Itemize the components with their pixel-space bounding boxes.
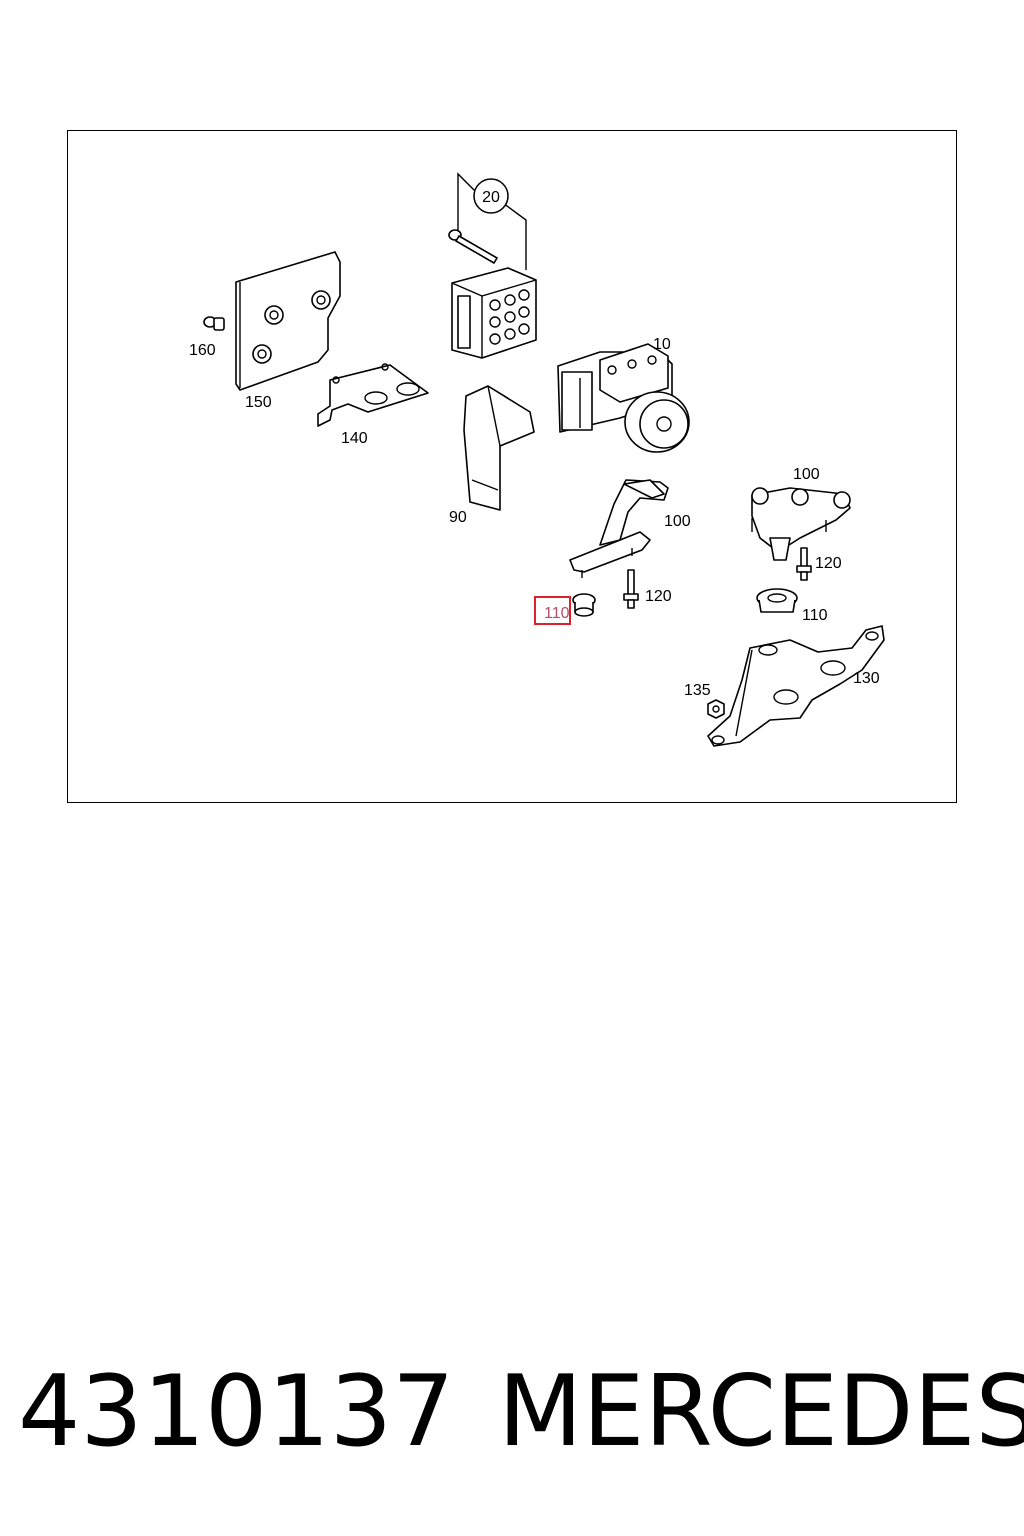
diagram-frame: [67, 130, 957, 803]
part-160-screw: [203, 316, 225, 331]
part-120-bolt-center: [623, 569, 639, 609]
callout-10: 10: [653, 336, 671, 353]
callout-160: 160: [189, 342, 216, 359]
part-110-grommet-right: [756, 588, 798, 613]
part-120-bolt-right: [796, 547, 812, 581]
part-100-bracket-right: [751, 487, 851, 561]
callout-140: 140: [341, 430, 368, 447]
callout-135: 135: [684, 682, 711, 699]
part-20-control-unit: [451, 267, 537, 359]
part-20-bolt: [448, 229, 498, 264]
part-130-lower-bracket: [707, 625, 885, 747]
callout-130: 130: [853, 670, 880, 687]
part-150-shield-plate: [235, 251, 341, 391]
highlight-box: [534, 596, 571, 625]
brand-name: MERCEDES: [498, 1355, 1024, 1469]
callout-110-highlighted: 110: [544, 605, 570, 622]
callout-100-right: 100: [793, 466, 820, 483]
callout-90: 90: [449, 509, 467, 526]
callout-20-circle: [473, 178, 509, 214]
callout-20: 20: [482, 189, 500, 206]
callout-120-right: 120: [815, 555, 842, 572]
callout-110-right: 110: [802, 607, 828, 624]
part-20-leader: [457, 172, 527, 270]
part-110-grommet-center: [572, 593, 596, 617]
footer: 4310137 MERCEDES: [0, 1352, 1024, 1482]
part-10-hydraulic-unit: [557, 343, 690, 453]
part-135-nut: [707, 699, 725, 719]
callout-120-center: 120: [645, 588, 672, 605]
part-90-cover: [463, 385, 535, 511]
part-140-bracket: [317, 363, 429, 427]
part-number: 4310137: [18, 1355, 455, 1469]
part-100-bracket-center: [569, 479, 669, 578]
callout-100-center: 100: [664, 513, 691, 530]
callout-150: 150: [245, 394, 272, 411]
